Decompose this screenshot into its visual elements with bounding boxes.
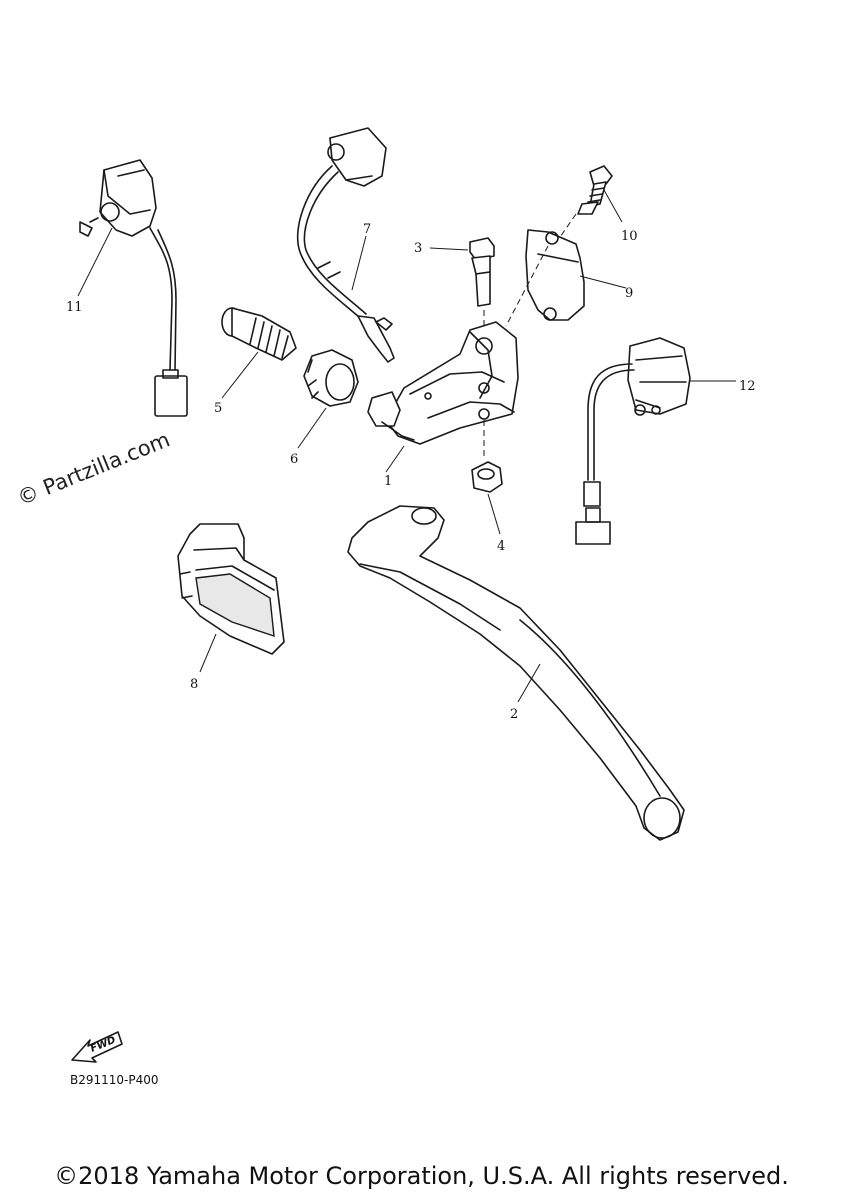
part-11-handlebar-switch[interactable]: [79, 159, 188, 417]
callout-2: 2: [510, 707, 518, 722]
callout-11: 11: [66, 300, 83, 315]
callout-1: 1: [384, 474, 392, 489]
part-10-holder-bolt[interactable]: [577, 165, 613, 215]
part-4-nut[interactable]: [471, 461, 503, 493]
callout-7: 7: [363, 222, 371, 237]
callout-6: 6: [290, 452, 298, 467]
callout-12: 12: [739, 379, 756, 394]
part-2-clutch-lever[interactable]: [347, 505, 685, 841]
part-1-lever-bracket[interactable]: [367, 321, 519, 445]
part-3-pivot-bolt[interactable]: [469, 237, 495, 307]
part-8-lever-guard[interactable]: [177, 523, 285, 655]
part-6-adjuster-nut[interactable]: [303, 349, 359, 407]
part-9-holder-cap[interactable]: [525, 229, 585, 321]
callout-4: 4: [497, 539, 505, 554]
diagram-code: B291110-P400: [70, 1073, 159, 1087]
callout-10: 10: [621, 229, 638, 244]
callout-8: 8: [190, 677, 198, 692]
copyright-notice: ©2018 Yamaha Motor Corporation, U.S.A. A…: [54, 1162, 789, 1190]
fwd-arrow-icon: FWD: [71, 1031, 123, 1063]
callout-9: 9: [625, 286, 633, 301]
part-12-handlebar-switch[interactable]: [575, 337, 691, 545]
callout-5: 5: [214, 401, 222, 416]
part-5-adjuster-bolt[interactable]: [221, 307, 297, 361]
part-7-clutch-switch[interactable]: [296, 127, 395, 363]
callout-3: 3: [414, 241, 422, 256]
